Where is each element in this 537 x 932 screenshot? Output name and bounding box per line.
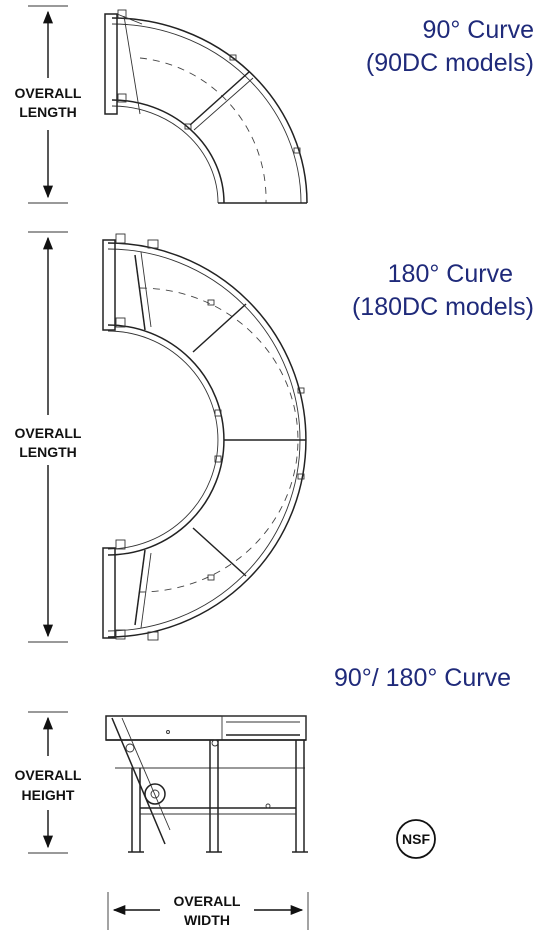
side-view-section: 90°/ 180° Curve OVERALL HEIGHT (15, 664, 511, 930)
overall-width-dimension: OVERALL WIDTH (107, 892, 309, 930)
curve180-caption-models: (180DC models) (352, 293, 534, 321)
curve180-conveyor-drawing (102, 233, 307, 641)
nsf-logo: NSF (396, 819, 436, 859)
curve180-dim-label-2: LENGTH (19, 444, 77, 460)
side-view-caption: 90°/ 180° Curve (334, 664, 511, 692)
curve180-caption-title: 180° Curve (388, 260, 513, 288)
curve90-section: OVERALL LENGTH (15, 5, 534, 204)
curve90-conveyor-drawing (104, 9, 308, 204)
curve90-length-dimension: OVERALL LENGTH (15, 5, 82, 204)
curve180-section: OVERALL LENGTH (15, 231, 534, 643)
overall-height-label-2: HEIGHT (22, 787, 75, 803)
overall-width-label-1: OVERALL (174, 893, 241, 909)
side-view-conveyor-drawing (105, 715, 308, 853)
curve90-dim-label-1: OVERALL (15, 85, 82, 101)
nsf-logo-text: NSF (402, 831, 430, 847)
curve180-dim-label-1: OVERALL (15, 425, 82, 441)
overall-height-label-1: OVERALL (15, 767, 82, 783)
overall-height-dimension: OVERALL HEIGHT (15, 711, 82, 854)
curve90-caption-title: 90° Curve (423, 16, 534, 44)
curve90-dim-label-2: LENGTH (19, 104, 77, 120)
curve180-length-dimension: OVERALL LENGTH (15, 231, 82, 643)
curve90-caption-models: (90DC models) (366, 49, 534, 77)
overall-width-label-2: WIDTH (184, 912, 230, 928)
